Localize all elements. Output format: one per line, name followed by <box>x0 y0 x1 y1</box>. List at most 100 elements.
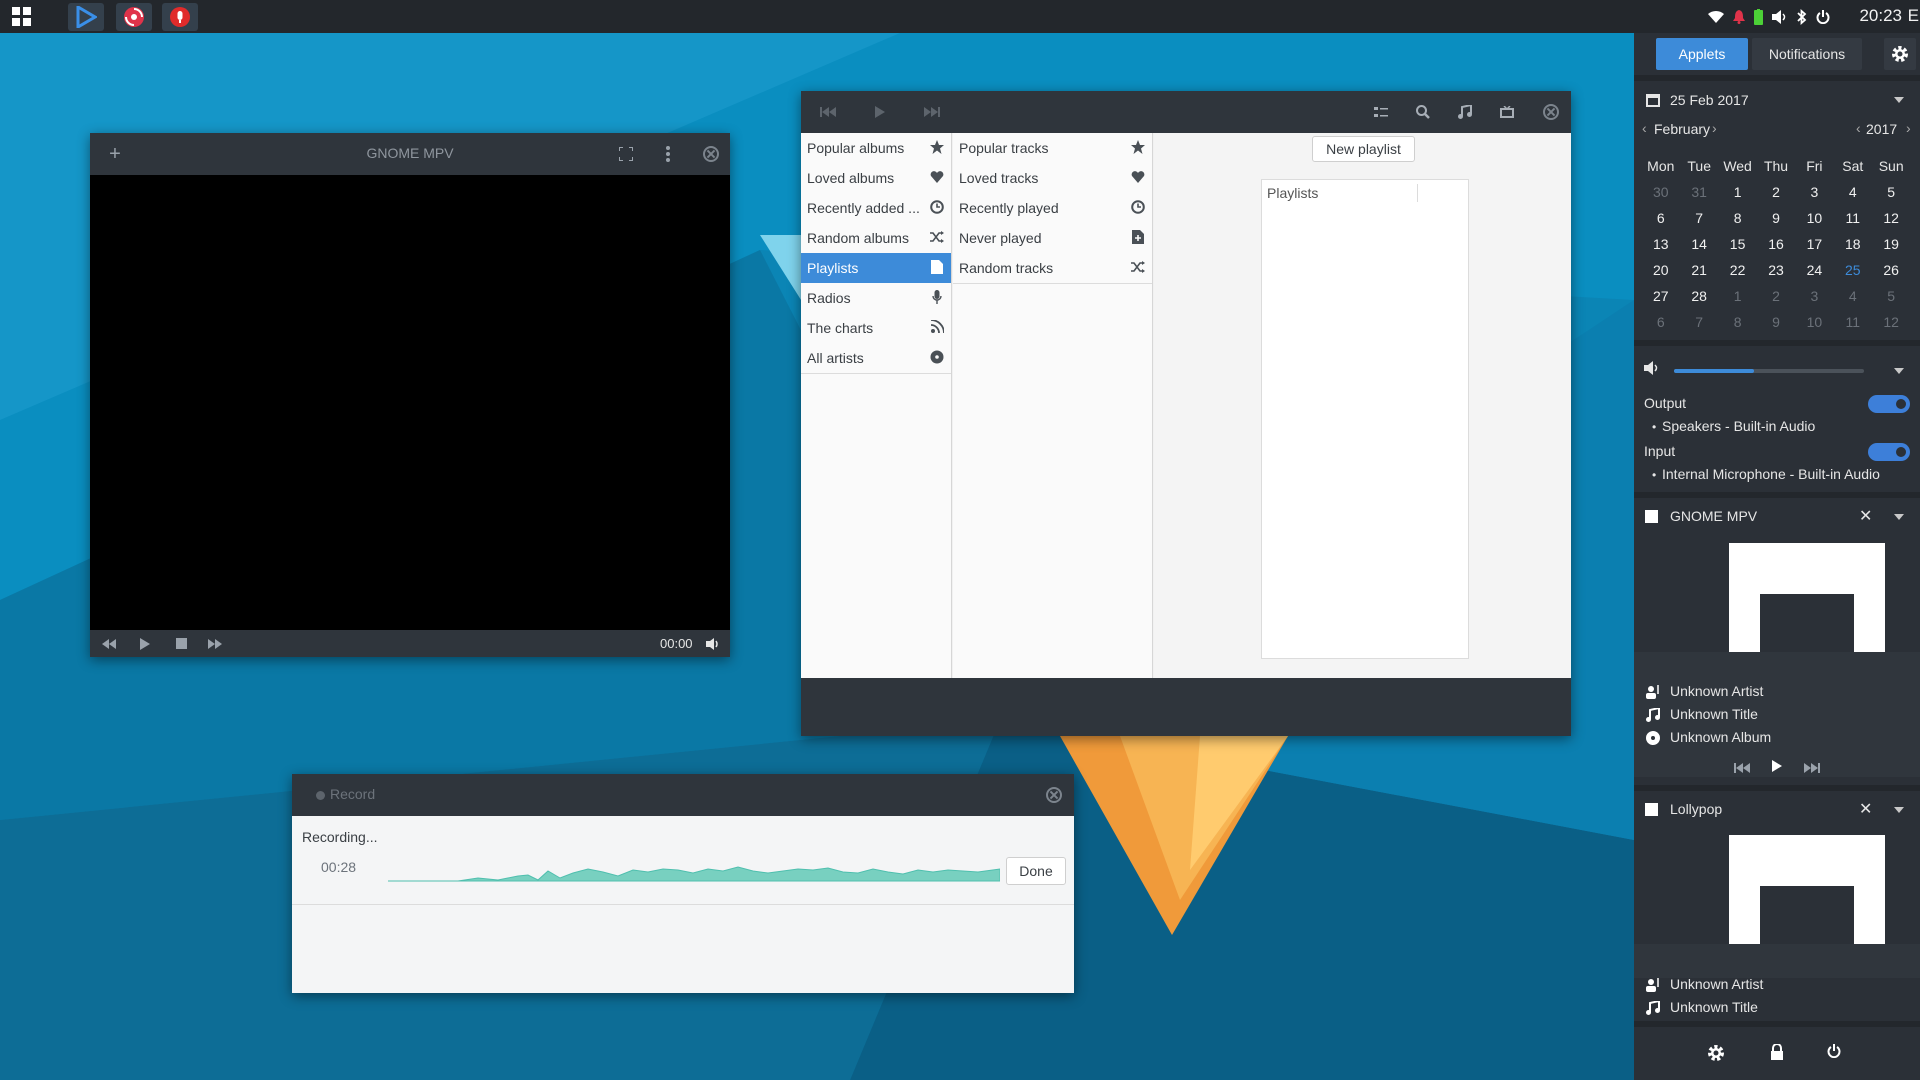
close-icon[interactable] <box>1540 101 1562 123</box>
month-next-icon[interactable]: › <box>1712 120 1717 136</box>
calendar-day[interactable]: 3 <box>1810 184 1819 200</box>
chevron-down-icon[interactable] <box>1894 368 1904 374</box>
calendar-day[interactable]: 5 <box>1887 184 1896 200</box>
new-playlist-button[interactable]: New playlist <box>1312 136 1415 162</box>
recorder-launcher-icon[interactable] <box>162 3 198 31</box>
category-item[interactable]: Recently added ... <box>801 193 951 223</box>
volume-icon[interactable] <box>1772 9 1788 24</box>
close-icon[interactable]: ✕ <box>1859 801 1873 818</box>
calendar-day[interactable]: 9 <box>1772 314 1780 330</box>
music-note-icon[interactable] <box>1454 101 1476 123</box>
calendar-day[interactable]: 4 <box>1848 184 1857 200</box>
calendar-day[interactable]: 1 <box>1733 184 1742 200</box>
calendar-day[interactable]: 4 <box>1848 288 1857 304</box>
calendar-day[interactable]: 1 <box>1733 288 1742 304</box>
settings-icon[interactable] <box>1706 1043 1726 1067</box>
fullscreen-icon[interactable] <box>1496 101 1518 123</box>
calendar-day[interactable]: 26 <box>1883 262 1899 278</box>
category-item[interactable]: Radios <box>801 283 951 313</box>
app-grid-icon[interactable] <box>4 3 40 31</box>
calendar-day[interactable]: 20 <box>1653 262 1669 278</box>
bluetooth-icon[interactable] <box>1797 8 1807 25</box>
month-prev-icon[interactable]: ‹ <box>1642 120 1647 136</box>
close-icon[interactable] <box>700 143 722 165</box>
playlist-item[interactable]: Never played <box>953 223 1152 253</box>
calendar-date[interactable]: 25 Feb 2017 <box>1670 92 1749 108</box>
calendar-day[interactable]: 25 <box>1845 262 1861 278</box>
playlist-item[interactable]: Popular tracks <box>953 133 1152 163</box>
notification-bell-icon[interactable] <box>1733 9 1745 24</box>
category-item[interactable]: Playlists <box>801 253 951 283</box>
calendar-day[interactable]: 10 <box>1806 314 1823 330</box>
lollypop-titlebar[interactable] <box>801 91 1571 133</box>
calendar-day[interactable]: 19 <box>1883 236 1899 252</box>
volume-slider[interactable] <box>1674 369 1864 373</box>
calendar-day[interactable]: 24 <box>1806 262 1823 278</box>
battery-icon[interactable] <box>1754 8 1763 25</box>
previous-track-icon[interactable] <box>1734 760 1750 777</box>
chevron-down-icon[interactable] <box>1894 807 1904 813</box>
close-icon[interactable]: ✕ <box>1859 508 1873 525</box>
category-item[interactable]: Random albums <box>801 223 951 253</box>
calendar-day[interactable]: 2 <box>1772 184 1780 200</box>
lock-icon[interactable] <box>1770 1043 1784 1064</box>
input-toggle[interactable] <box>1868 443 1910 461</box>
calendar-day[interactable]: 2 <box>1772 288 1780 304</box>
volume-icon[interactable] <box>704 635 722 652</box>
calendar-day[interactable]: 5 <box>1887 288 1896 304</box>
clock[interactable]: 20:23 <box>1859 6 1902 25</box>
calendar-day[interactable]: 10 <box>1806 210 1823 226</box>
settings-icon[interactable] <box>1884 38 1916 70</box>
chevron-down-icon[interactable] <box>1894 514 1904 520</box>
calendar-day[interactable]: 11 <box>1845 210 1861 226</box>
output-device[interactable]: Speakers - Built-in Audio <box>1662 418 1816 434</box>
calendar-day[interactable]: 6 <box>1656 210 1665 226</box>
list-view-icon[interactable] <box>1370 101 1392 123</box>
year-prev-icon[interactable]: ‹ <box>1856 120 1861 136</box>
add-icon[interactable]: + <box>109 142 121 165</box>
tab-applets[interactable]: Applets <box>1656 38 1748 70</box>
wifi-icon[interactable] <box>1708 10 1724 24</box>
calendar-day[interactable]: 18 <box>1845 236 1861 252</box>
calendar-day[interactable]: 15 <box>1729 236 1746 252</box>
calendar-day[interactable]: 12 <box>1883 210 1899 226</box>
calendar-day[interactable]: 28 <box>1691 288 1707 304</box>
calendar-day[interactable]: 22 <box>1729 262 1746 278</box>
video-area[interactable] <box>90 175 730 631</box>
calendar-day[interactable]: 6 <box>1656 314 1665 330</box>
stop-icon[interactable] <box>172 635 190 652</box>
input-device[interactable]: Internal Microphone - Built-in Audio <box>1662 466 1880 482</box>
calendar-day[interactable]: 30 <box>1653 184 1669 200</box>
record-titlebar[interactable]: Record <box>292 774 1074 816</box>
calendar-day[interactable]: 11 <box>1845 314 1861 330</box>
previous-track-icon[interactable] <box>817 101 839 123</box>
calendar-day[interactable]: 14 <box>1691 236 1707 252</box>
playlists-panel[interactable]: Playlists <box>1261 179 1469 659</box>
category-item[interactable]: All artists <box>801 343 951 373</box>
calendar-day[interactable]: 13 <box>1653 236 1669 252</box>
calendar-day[interactable]: 27 <box>1653 288 1669 304</box>
calendar-day[interactable]: 8 <box>1733 210 1742 226</box>
calendar-day[interactable]: 12 <box>1883 314 1899 330</box>
calendar-day[interactable]: 16 <box>1768 236 1784 252</box>
play-icon[interactable] <box>1772 759 1782 776</box>
playlist-item[interactable]: Random tracks <box>953 253 1152 283</box>
mpv-titlebar[interactable]: + GNOME MPV <box>90 133 730 175</box>
category-item[interactable]: The charts <box>801 313 951 343</box>
calendar-day[interactable]: 8 <box>1733 314 1742 330</box>
tab-notifications[interactable]: Notifications <box>1752 38 1862 70</box>
category-item[interactable]: Popular albums <box>801 133 951 163</box>
calendar-day[interactable]: 7 <box>1695 210 1704 226</box>
next-track-icon[interactable] <box>921 101 943 123</box>
playlist-item[interactable]: Loved tracks <box>953 163 1152 193</box>
close-icon[interactable] <box>1043 784 1065 806</box>
rewind-icon[interactable] <box>100 635 118 652</box>
fullscreen-icon[interactable] <box>615 143 637 165</box>
chevron-down-icon[interactable] <box>1894 97 1904 103</box>
fast-forward-icon[interactable] <box>206 635 224 652</box>
search-icon[interactable] <box>1412 101 1434 123</box>
mpv-launcher-icon[interactable] <box>68 3 104 31</box>
calendar-day[interactable]: 31 <box>1691 184 1707 200</box>
play-icon[interactable] <box>869 101 891 123</box>
calendar-day[interactable]: 7 <box>1695 314 1704 330</box>
